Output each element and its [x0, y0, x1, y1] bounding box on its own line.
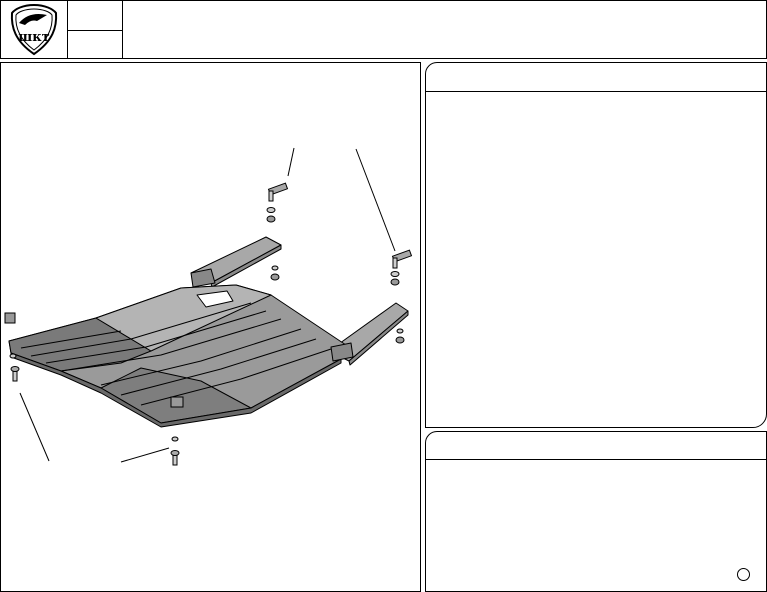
- access-cutout: [196, 290, 234, 308]
- title-block: шкт: [0, 0, 767, 59]
- circle-marker-icon: [737, 568, 750, 581]
- bolt: [268, 190, 274, 202]
- washer: [390, 271, 400, 277]
- logo-text: шкт: [18, 30, 49, 45]
- shield-logo-icon: шкт: [10, 3, 58, 56]
- washer: [266, 207, 276, 213]
- spec-panel: [425, 62, 767, 428]
- nut: [270, 273, 280, 281]
- washer: [171, 436, 179, 442]
- logo-cell: шкт: [1, 1, 68, 58]
- washer: [271, 265, 279, 271]
- code-cell-bottom: [67, 30, 123, 58]
- washer: [9, 353, 17, 359]
- leader-line: [120, 447, 170, 463]
- leader-line: [287, 147, 295, 177]
- title-cell: [122, 1, 766, 58]
- washer: [396, 328, 404, 334]
- cage-nut: [4, 312, 16, 324]
- notes-panel: [425, 431, 767, 592]
- bolt: [392, 257, 398, 269]
- leader-line: [19, 392, 50, 462]
- nut: [266, 215, 276, 223]
- notes-panel-heading: [426, 432, 766, 460]
- spec-panel-heading: [426, 63, 766, 92]
- drawing-panel: [0, 62, 421, 592]
- cage-nut: [170, 396, 184, 408]
- nut: [395, 336, 405, 344]
- skid-plate-drawing: [4, 147, 413, 466]
- leader-line: [355, 148, 396, 252]
- code-cell-top: [67, 1, 123, 31]
- nut: [390, 278, 400, 286]
